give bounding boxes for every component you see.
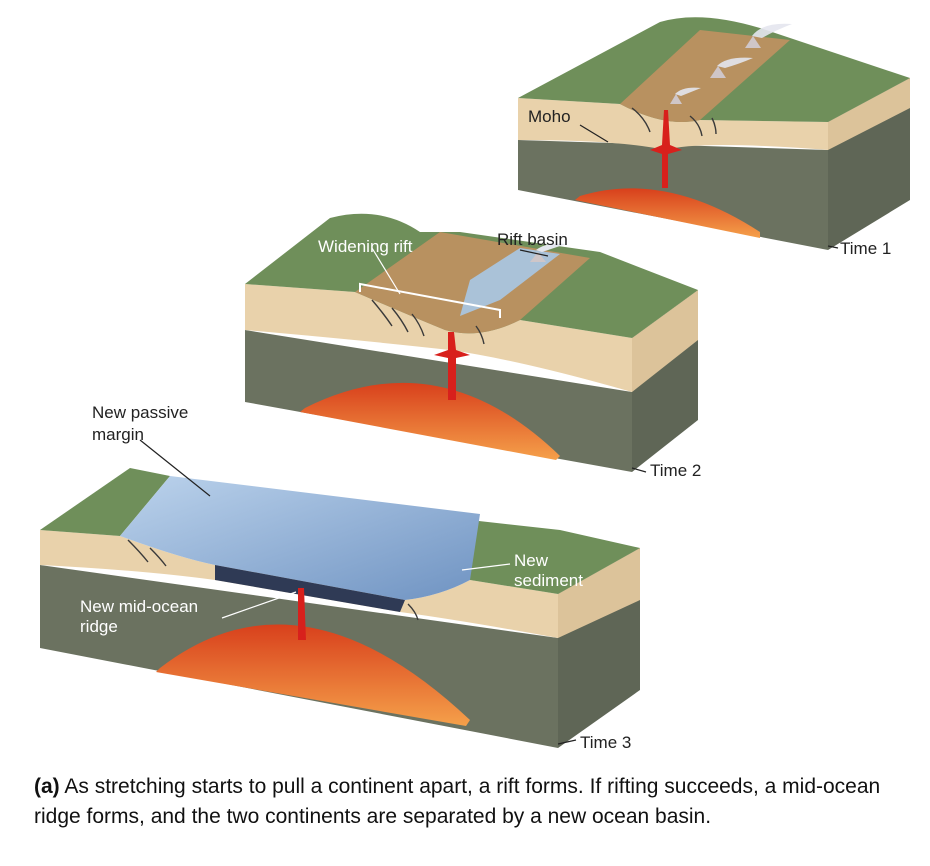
- figure-caption: (a) As stretching starts to pull a conti…: [34, 772, 914, 832]
- widening-rift-label: Widening rift: [318, 237, 413, 256]
- block-time-1: Moho Time 1: [518, 17, 910, 258]
- rift-basin-label: Rift basin: [497, 230, 568, 249]
- block-time-2: Widening rift Rift basin Time 2: [245, 214, 701, 480]
- caption-text: As stretching starts to pull a continent…: [34, 775, 880, 828]
- moho-label: Moho: [528, 107, 571, 126]
- time-3-label: Time 3: [580, 733, 631, 752]
- caption-tag: (a): [34, 775, 60, 798]
- new-passive-margin-label: New passive margin: [92, 403, 193, 444]
- magma-dike-3: [298, 588, 306, 640]
- time-1-label: Time 1: [840, 239, 891, 258]
- time-2-label: Time 2: [650, 461, 701, 480]
